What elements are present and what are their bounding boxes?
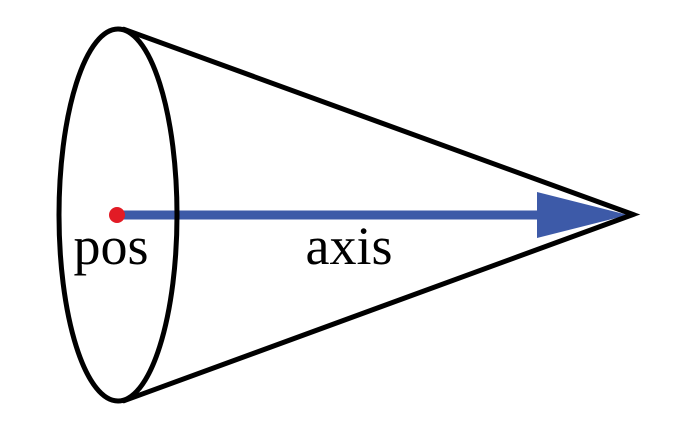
cone-base-ellipse bbox=[56, 26, 180, 404]
axis-arrow bbox=[120, 192, 628, 238]
cone-outline bbox=[56, 26, 641, 404]
pos-label: pos bbox=[73, 216, 148, 276]
cone-side-lines bbox=[121, 26, 641, 404]
position-point bbox=[109, 207, 125, 223]
axis-label: axis bbox=[306, 216, 393, 276]
axis-arrow-head bbox=[537, 192, 628, 238]
